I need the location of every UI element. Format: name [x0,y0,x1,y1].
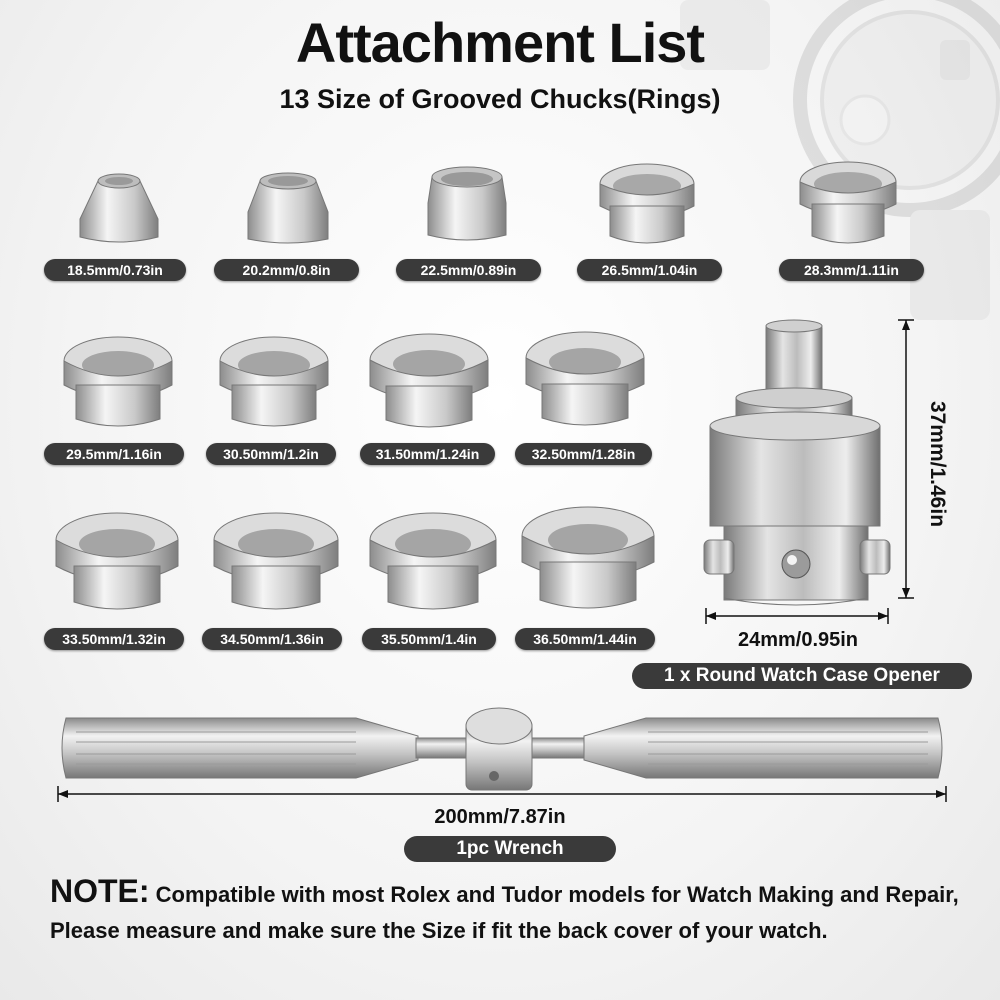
opener-caption: 1 x Round Watch Case Opener [632,663,972,689]
opener-width-label: 24mm/0.95in [737,629,859,651]
chuck-ring-image [63,336,173,427]
background-watch-image [680,0,1000,320]
chuck-ring-image [369,333,489,428]
chuck-ring-image [599,163,695,244]
chuck-ring-image [219,336,329,427]
chuck-ring-image [799,161,897,244]
opener-width-dimension-line [705,608,889,624]
note-text: Compatible with most Rolex and Tudor mod… [50,882,959,943]
chuck-size-label: 29.5mm/1.16in [44,443,184,465]
case-opener-image [703,319,891,606]
opener-height-label: 37mm/1.46in [926,400,949,528]
compatibility-note: NOTE: Compatible with most Rolex and Tud… [50,873,985,949]
chuck-ring-image [521,506,655,609]
wrench-length-dimension-line [57,786,947,802]
chuck-ring-image [55,512,179,610]
chuck-size-label: 30.50mm/1.2in [206,443,336,465]
wrench-caption: 1pc Wrench [404,836,616,862]
page-subtitle: 13 Size of Grooved Chucks(Rings) [279,84,721,114]
wrench-length-label: 200mm/7.87in [434,806,566,828]
chuck-ring-image [247,172,329,244]
chuck-size-label: 22.5mm/0.89in [396,259,541,281]
chuck-ring-image [525,331,645,426]
chuck-size-label: 35.50mm/1.4in [362,628,496,650]
chuck-size-label: 33.50mm/1.32in [44,628,184,650]
note-heading: NOTE: [50,873,150,909]
chuck-ring-image [213,512,339,610]
chuck-size-label: 34.50mm/1.36in [202,628,342,650]
chuck-size-label: 18.5mm/0.73in [44,259,186,281]
chuck-size-label: 26.5mm/1.04in [577,259,722,281]
chuck-size-label: 32.50mm/1.28in [515,443,652,465]
chuck-size-label: 28.3mm/1.11in [779,259,924,281]
chuck-size-label: 31.50mm/1.24in [360,443,495,465]
opener-height-dimension-line [898,319,914,599]
chuck-ring-image [369,512,497,610]
chuck-size-label: 20.2mm/0.8in [214,259,359,281]
wrench-image [61,707,943,791]
chuck-ring-image [79,173,159,243]
page-title: Attachment List [295,11,705,74]
chuck-ring-image [427,166,507,241]
chuck-size-label: 36.50mm/1.44in [515,628,655,650]
